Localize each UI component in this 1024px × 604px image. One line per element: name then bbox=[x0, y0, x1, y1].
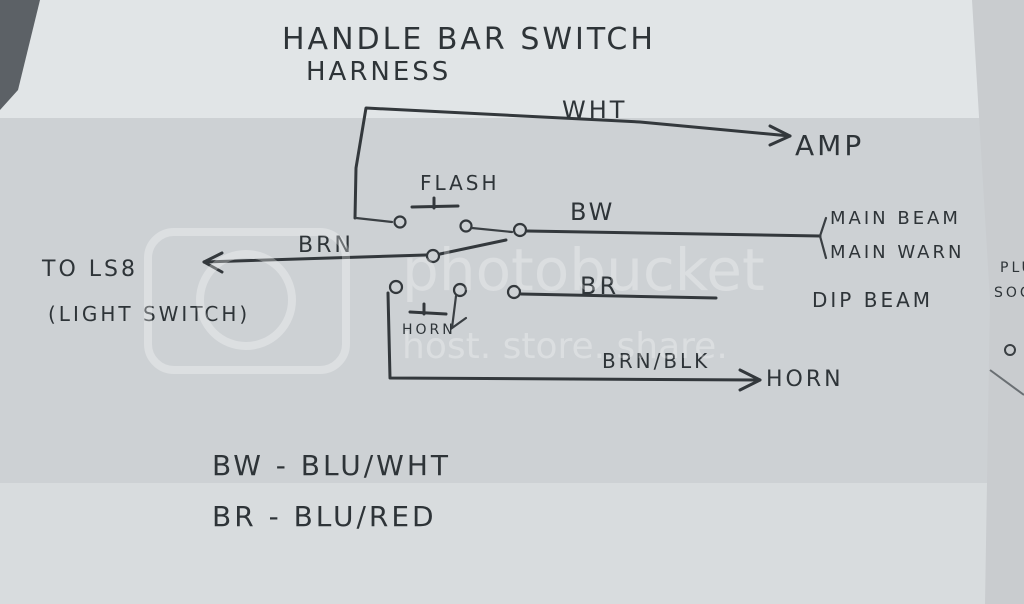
light-switch-label: (LIGHT SWITCH) bbox=[48, 302, 250, 326]
back-page-rule bbox=[989, 369, 1024, 396]
horn-contact bbox=[450, 294, 468, 331]
to-ls8-label: TO LS8 bbox=[41, 257, 138, 282]
amp-arrow bbox=[768, 124, 792, 147]
wht-wire bbox=[353, 106, 792, 220]
amp-label: AMP bbox=[795, 129, 864, 162]
flash-label: FLASH bbox=[420, 171, 500, 195]
main-warn-label: MAIN WARN bbox=[830, 242, 964, 263]
br-wire bbox=[519, 292, 718, 300]
wht-to-terminal bbox=[354, 216, 394, 224]
flash-pushbutton bbox=[410, 196, 460, 210]
dip-switch-lever bbox=[438, 238, 508, 256]
horn-pushbutton bbox=[408, 302, 448, 316]
horn-switch-label: HORN bbox=[402, 322, 456, 338]
terminal-flash bbox=[459, 219, 473, 233]
br-label: BR bbox=[580, 272, 619, 300]
ls8-arrow bbox=[202, 251, 224, 274]
watermark-lens-icon bbox=[196, 250, 296, 350]
back-page bbox=[972, 0, 1024, 604]
terminal-brn bbox=[425, 248, 441, 264]
paper-left-edge bbox=[0, 0, 40, 110]
legend-br: BR - BLU/RED bbox=[212, 500, 437, 533]
bw-label: BW bbox=[570, 198, 615, 226]
watermark-brand: photobucket bbox=[402, 236, 765, 304]
back-page-text-1: PLU bbox=[1000, 260, 1024, 276]
diagram-title-line-2: HARNESS bbox=[306, 57, 451, 87]
watermark: photobucket host. store. share. bbox=[144, 228, 765, 374]
main-beam-label: MAIN BEAM bbox=[830, 208, 961, 229]
back-page-mark bbox=[1004, 344, 1016, 356]
wht-label: WHT bbox=[562, 96, 627, 124]
paper-middle-band bbox=[0, 118, 1000, 483]
watermark-camera-icon bbox=[144, 228, 350, 374]
brn-label: BRN bbox=[298, 233, 354, 258]
horn-label: HORN bbox=[766, 367, 844, 392]
brn-wire bbox=[202, 253, 428, 264]
terminal-horn-left bbox=[388, 279, 404, 295]
watermark-tagline: host. store. share. bbox=[402, 326, 728, 367]
legend-bw: BW - BLU/WHT bbox=[212, 449, 451, 482]
brn-blk-label: BRN/BLK bbox=[602, 349, 710, 373]
terminal-wht bbox=[393, 215, 407, 229]
main-beam-bracket bbox=[818, 216, 828, 260]
paper-top-band bbox=[0, 0, 1000, 118]
flash-bridge bbox=[470, 226, 514, 234]
terminal-br bbox=[506, 284, 522, 300]
brn-blk-wire bbox=[386, 291, 762, 382]
dip-beam-label: DIP BEAM bbox=[812, 288, 933, 312]
bw-wire bbox=[525, 229, 822, 238]
back-page-text-2: SOCK bbox=[994, 285, 1024, 301]
terminal-horn-right bbox=[452, 282, 468, 298]
diagram-title-line-1: HANDLE BAR SWITCH bbox=[282, 22, 656, 57]
horn-arrow bbox=[738, 368, 762, 392]
